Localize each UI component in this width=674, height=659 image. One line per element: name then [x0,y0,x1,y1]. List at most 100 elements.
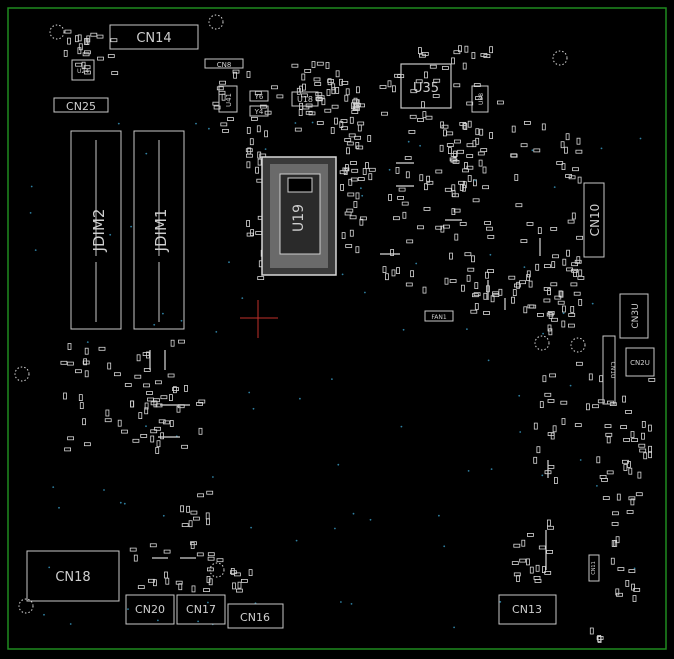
via [415,262,418,265]
chip-u38[interactable]: U38 [471,85,489,113]
smd-pad [160,432,165,440]
smd-pad [472,140,477,148]
via [519,431,522,433]
cn13-label: CN13 [512,603,542,616]
smd-pad [345,88,350,96]
smd-pad [628,496,636,501]
smd-pad [589,627,594,635]
cn1u-label: CN1U [609,362,616,379]
smd-pad [484,221,492,225]
smd-pad [190,510,198,515]
smd-pad [537,312,544,317]
smd-pad [419,174,424,182]
smd-pad [627,460,631,468]
chip-u24[interactable]: U24 [71,59,95,81]
via [334,527,336,530]
smd-pad [356,145,364,150]
smd-pad [425,115,433,120]
smd-pad [596,636,604,640]
chip-u35[interactable]: U35 [400,63,452,109]
via [542,332,544,335]
smd-pad [422,111,427,118]
via [295,539,298,542]
connector-cn11[interactable]: CN11 [588,554,600,582]
connector-cn25[interactable]: CN25 [53,97,109,113]
connector-cn3u[interactable]: CN3U [619,293,649,339]
smd-pad [625,580,630,587]
smd-pad [149,543,157,548]
connector-cn2u[interactable]: CN2U [625,347,655,377]
smd-pad [516,575,520,582]
smd-pad [529,304,537,309]
smd-pad [311,61,316,68]
connector-fan1[interactable]: FAN1 [424,310,454,322]
smd-pad [519,558,527,563]
connector-cn18[interactable]: CN18 [26,550,120,602]
connector-cn8[interactable]: CN8 [204,58,244,69]
smd-pad [452,193,459,198]
smd-pad [538,545,546,550]
crystal-y4[interactable]: Y4 [249,105,269,117]
chip-u18[interactable]: U18 [291,91,319,107]
connector-cn17[interactable]: CN17 [176,594,226,625]
via [553,186,556,189]
crystal-y6[interactable]: Y6 [249,90,269,102]
smd-pad [213,105,221,110]
smd-pad [351,168,359,173]
smd-pad [144,407,149,415]
smd-pad [245,153,253,158]
smd-pad [391,85,396,93]
smd-pad [304,69,312,73]
smd-pad [255,231,263,235]
smd-pad [165,577,170,585]
via [119,501,122,504]
smd-pad [567,219,575,224]
smd-pad [568,175,576,180]
smd-pad [75,62,82,67]
smd-pad [121,429,128,434]
smd-pad [576,235,583,240]
smd-pad [648,377,656,382]
smd-pad [331,83,336,91]
connector-cn20[interactable]: CN20 [125,594,175,625]
smd-pad [84,370,89,378]
smd-pad [335,70,340,78]
smd-pad [147,578,155,583]
smd-pad [458,45,462,53]
smd-pad [648,451,652,459]
via [103,489,105,491]
smd-pad [346,141,354,146]
smd-pad [514,283,521,288]
connector-cn1u[interactable]: CN1U [602,335,616,405]
cpu-u19[interactable]: U19 [261,156,337,276]
smd-pad [136,354,141,362]
connector-cn16[interactable]: CN16 [227,603,284,629]
smd-pad [554,477,558,484]
smd-pad [487,234,495,239]
connector-cn13[interactable]: CN13 [498,594,557,625]
smd-pad [612,511,619,516]
dimm-slot-jdim2[interactable]: JDIM2 [70,130,122,330]
smd-pad [597,635,602,642]
smd-pad [547,464,555,469]
smd-pad [107,54,115,58]
smd-pad [577,176,582,184]
smd-pad [422,286,427,294]
smd-pad [346,208,354,213]
smd-pad [406,239,414,244]
smd-pad [424,71,428,79]
connector-cn10[interactable]: CN10 [583,182,605,258]
dimm-slot-jdim1[interactable]: JDIM1 [133,130,185,330]
jdim2-label: JDIM2 [90,209,108,253]
smd-pad [466,154,474,158]
chip-u41[interactable]: U41 [218,85,238,113]
smd-pad [410,89,418,94]
smd-pad [367,135,372,142]
smd-pad [552,425,557,433]
smd-pad [543,286,551,291]
smd-pad [441,66,449,70]
smd-pad [602,496,610,501]
via [419,144,421,147]
smd-pad [298,109,303,116]
connector-cn14[interactable]: CN14 [109,24,199,50]
